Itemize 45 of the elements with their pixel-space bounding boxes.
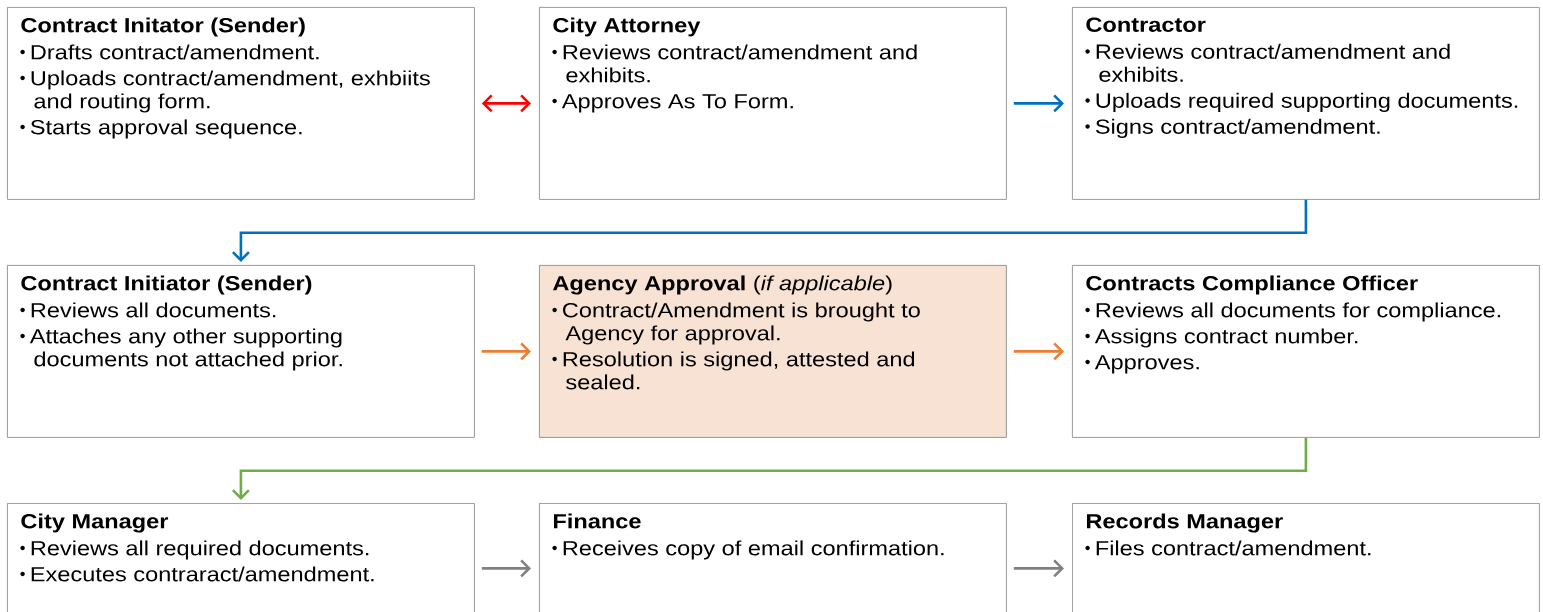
arrow [1013, 559, 1064, 578]
process-box [1072, 503, 1540, 612]
arrow [232, 437, 1308, 500]
arrow [481, 559, 531, 578]
arrow [481, 94, 531, 113]
process-box [539, 265, 1007, 438]
bullet-text: Starts approval sequence. [30, 119, 302, 139]
box-heading: Agency Approval (if applicable) [553, 275, 892, 295]
bullet-text: Reviews all documents for compliance. [1096, 302, 1501, 322]
bullet-text: Executes contraract/amendment. [31, 566, 374, 582]
process-box [539, 503, 1007, 612]
bullet-text: Files contract/amendment. [1096, 540, 1371, 556]
bullet-text: Signs contract/amendment. [1095, 118, 1380, 138]
bullet-text: Drafts contract/amendment. [31, 44, 319, 60]
box-heading: Records Manager [1087, 513, 1283, 533]
process-box [1072, 7, 1540, 200]
box-heading: Contract Initator (Sender) [21, 17, 305, 37]
arrow [232, 199, 1308, 262]
box-heading: City Manager [21, 513, 169, 533]
box-heading: Contracts Compliance Officer [1086, 275, 1418, 295]
box-heading: Finance [554, 513, 641, 529]
bullet-text: Uploads required supporting documents. [1096, 92, 1518, 112]
process-box [7, 503, 475, 612]
bullet-text: Resolution is signed, attested and sealed. [563, 351, 915, 390]
bullet-text: Approves. [1094, 355, 1199, 374]
bullet-text: Reviews all documents. [31, 302, 276, 318]
box-heading: Contract Initiator (Sender) [21, 275, 312, 295]
bullet-text: Reviews contract/amendment and exhibits. [563, 44, 917, 83]
bullet-text: Reviews all required documents. [31, 540, 369, 560]
bullet-text: Attaches any other supporting documents not attached prior. [29, 328, 342, 371]
bullet-text: Uploads contract/amendment, exhbiits and routing form. [31, 70, 430, 113]
arrow [1013, 342, 1064, 361]
process-box [7, 7, 475, 200]
arrow [1013, 94, 1064, 113]
bullet-text: Reviews contract/amendment and exhibits. [1096, 43, 1450, 82]
bullet-text: Contract/Amendment is brought to Agency for approval. [563, 302, 920, 345]
process-box [539, 7, 1007, 200]
box-heading: Contractor [1086, 17, 1206, 32]
bullet-text: Assigns contract number. [1094, 328, 1358, 348]
bullet-text: Receives copy of email confirmation. [563, 540, 944, 560]
arrow [481, 342, 531, 361]
process-box [1072, 265, 1540, 438]
process-box [7, 265, 475, 438]
bullet-text: Approves As To Form. [561, 94, 793, 113]
box-heading: City Attorney [553, 17, 701, 37]
